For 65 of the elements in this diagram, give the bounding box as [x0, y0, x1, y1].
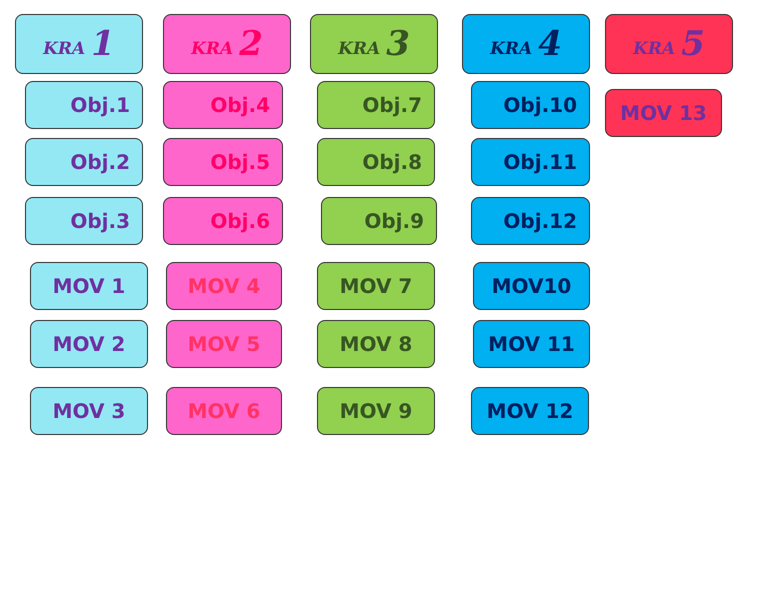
heading-number: 2 — [239, 24, 263, 64]
mov-label: MOV 11 — [488, 332, 575, 356]
heading-card — [605, 14, 733, 74]
objective-card — [317, 138, 435, 186]
objective-card — [321, 197, 437, 245]
objective-label: Obj.3 — [70, 209, 130, 233]
heading-word: KRA — [191, 39, 234, 59]
objective-card — [471, 197, 590, 245]
heading-word: KRA — [633, 39, 676, 59]
objective-label: Obj.6 — [210, 209, 270, 233]
objective-label: Obj.10 — [503, 93, 577, 117]
mov-card — [30, 387, 148, 435]
mov-label: MOV 2 — [52, 332, 126, 356]
mov-label: MOV 6 — [188, 399, 260, 423]
mov-card — [166, 320, 282, 368]
mov-card — [605, 89, 722, 137]
objective-label: Obj.9 — [364, 209, 424, 233]
objective-card — [25, 138, 143, 186]
mov-card — [473, 320, 590, 368]
objective-label: Obj.4 — [210, 93, 270, 117]
heading-card — [462, 14, 590, 74]
objective-card — [163, 197, 283, 245]
mov-card — [471, 387, 589, 435]
heading-word: KRA — [338, 39, 380, 59]
mov-label: MOV 7 — [340, 274, 412, 298]
objective-label: Obj.11 — [503, 150, 577, 174]
heading-card — [15, 14, 143, 74]
mov-card — [317, 320, 435, 368]
objective-card — [471, 81, 590, 129]
heading-word: KRA — [43, 39, 86, 59]
objective-label: Obj.1 — [70, 93, 130, 117]
mov-label: MOV 8 — [340, 332, 412, 356]
mov-card — [317, 387, 435, 435]
mov-label: MOV 9 — [340, 399, 412, 423]
objective-label: Obj.5 — [210, 150, 270, 174]
objective-label: Obj.12 — [503, 209, 577, 233]
heading-number: 3 — [386, 24, 410, 64]
objective-card — [317, 81, 435, 129]
mov-card — [166, 262, 282, 310]
mov-label: MOV10 — [492, 274, 572, 298]
mov-label: MOV 13 — [620, 101, 707, 125]
heading-number: 4 — [538, 24, 562, 64]
mov-label: MOV 4 — [188, 274, 260, 298]
mov-card — [473, 262, 590, 310]
mov-card — [317, 262, 435, 310]
heading-card — [310, 14, 438, 74]
objective-label: Obj.2 — [70, 150, 130, 174]
heading-word: KRA — [490, 39, 532, 59]
objective-label: Obj.8 — [362, 150, 422, 174]
heading-number: 5 — [681, 24, 705, 64]
objective-card — [163, 81, 283, 129]
heading-card — [163, 14, 291, 74]
objective-card — [471, 138, 590, 186]
mov-card — [166, 387, 282, 435]
objective-card — [163, 138, 283, 186]
mov-label: MOV 12 — [486, 399, 574, 423]
objective-label: Obj.7 — [362, 93, 422, 117]
heading-number: 1 — [91, 24, 115, 64]
objective-card — [25, 197, 143, 245]
mov-label: MOV 5 — [188, 332, 260, 356]
mov-label: MOV 3 — [52, 399, 126, 423]
objective-card — [25, 81, 143, 129]
mov-card — [30, 320, 148, 368]
mov-label: MOV 1 — [52, 274, 126, 298]
mov-card — [30, 262, 148, 310]
